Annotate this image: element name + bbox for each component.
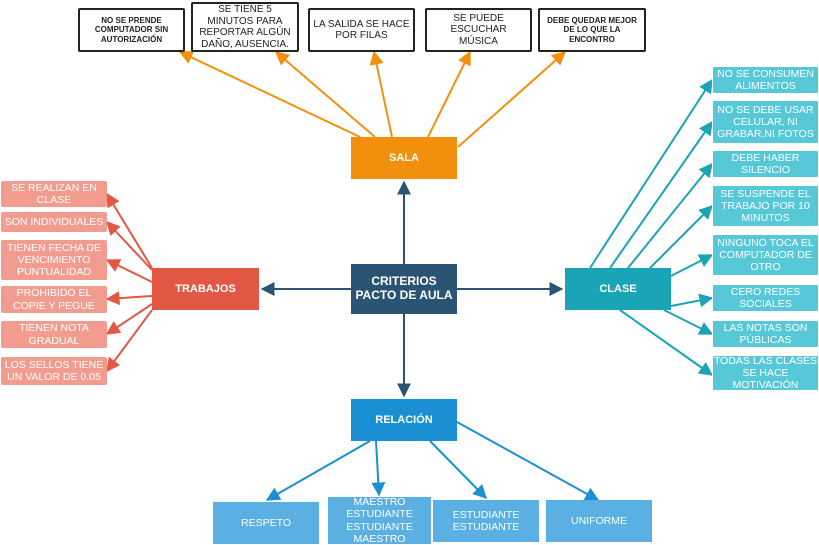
trabajos-item-2-label: SON INDIVIDUALES	[4, 215, 104, 228]
relacion-item-4-label: UNIFORME	[571, 514, 627, 527]
edge-sala-1	[178, 51, 361, 138]
hub-sala[interactable]: SALA	[351, 137, 457, 179]
sala-item-1-label: NO SE PRENDE COMPUTADOR SIN AUTORIZACIÓN	[94, 16, 169, 44]
edge-clase-4	[649, 205, 713, 269]
edge-trabajos-4	[105, 291, 153, 306]
sala-item-2[interactable]: SE TIENE 5 MINUTOS PARA REPORTAR ALGÚN D…	[191, 2, 299, 52]
relacion-item-3-label: ESTUDIANTE ESTUDIANTE	[452, 508, 520, 533]
edge-trabajos-5	[105, 303, 153, 335]
sala-item-3[interactable]: LA SALIDA SE HACE POR FILAS	[308, 8, 415, 52]
relacion-item-2[interactable]: MAESTRO ESTUDIANTE ESTUDIANTE MAESTRO	[328, 496, 431, 545]
hub-relacion[interactable]: RELACIÓN	[351, 399, 457, 441]
trabajos-item-4[interactable]: PROHIBIDO EL COPIE Y PEGUE	[1, 286, 107, 313]
edge-trabajos-2	[106, 220, 153, 271]
edge-trabajos-1	[106, 192, 153, 269]
edge-clase-2	[609, 120, 713, 269]
trabajos-item-3-label: TIENEN FECHA DE VENCIMIENTO PUNTUALIDAD	[7, 241, 101, 279]
sala-item-5[interactable]: DEBE QUEDAR MEJOR DE LO QUE LA ENCONTRO	[538, 8, 646, 52]
central-topic-label: CRITERIOS PACTO DE AULA	[355, 274, 453, 302]
trabajos-item-6[interactable]: LOS SELLOS TIENE UN VALOR DE 0.05	[1, 357, 107, 385]
hub-trabajos[interactable]: TRABAJOS	[152, 268, 259, 310]
edge-relacion-1	[265, 440, 371, 501]
clase-item-3-label: DEBE HABER SILENCIO	[731, 151, 800, 176]
clase-item-7[interactable]: LAS NOTAS SON PÚBLICAS	[712, 320, 819, 348]
clase-item-2[interactable]: NO SE DEBE USAR CELULAR, NI GRABAR,NI FO…	[712, 100, 819, 144]
clase-item-5[interactable]: NINGUNO TOCA EL COMPUTADOR DE OTRO	[712, 234, 819, 276]
trabajos-item-5[interactable]: TIENEN NOTA GRADUAL	[1, 321, 107, 348]
clase-item-7-label: LAS NOTAS SON PÚBLICAS	[723, 321, 808, 346]
sala-item-5-label: DEBE QUEDAR MEJOR DE LO QUE LA ENCONTRO	[547, 16, 637, 44]
clase-item-6[interactable]: CERO REDES SOCIALES	[712, 284, 819, 312]
edge-sala-5	[457, 51, 567, 148]
clase-item-4[interactable]: SE SUSPENDE EL TRABAJO POR 10 MINUTOS	[712, 185, 819, 227]
edge-clase-3	[627, 162, 713, 269]
trabajos-item-5-label: TIENEN NOTA GRADUAL	[19, 322, 89, 347]
sala-item-2-label: SE TIENE 5 MINUTOS PARA REPORTAR ALGÚN D…	[199, 4, 291, 50]
clase-item-2-label: NO SE DEBE USAR CELULAR, NI GRABAR,NI FO…	[717, 103, 814, 141]
sala-item-1[interactable]: NO SE PRENDE COMPUTADOR SIN AUTORIZACIÓN	[78, 8, 185, 52]
hub-relacion-label: RELACIÓN	[375, 413, 433, 426]
edge-sala-3	[369, 50, 393, 138]
trabajos-item-6-label: LOS SELLOS TIENE UN VALOR DE 0.05	[4, 358, 104, 383]
trabajos-item-1-label: SE REALIZAN EN CLASE	[11, 181, 97, 206]
relacion-item-1[interactable]: RESPETO	[213, 502, 319, 544]
relacion-item-1-label: RESPETO	[241, 516, 291, 529]
clase-item-6-label: CERO REDES SOCIALES	[730, 285, 801, 310]
edge-clase-1	[589, 78, 713, 269]
clase-item-8[interactable]: TODAS LAS CLASES SE HACE MOTIVACIÓN	[712, 355, 819, 391]
edge-trabajos-3	[105, 259, 153, 283]
edge-trabajos-6	[106, 309, 153, 373]
clase-item-8-label: TODAS LAS CLASES SE HACE MOTIVACIÓN	[713, 354, 818, 392]
clase-item-4-label: SE SUSPENDE EL TRABAJO POR 10 MINUTOS	[720, 187, 811, 225]
hub-clase-label: CLASE	[599, 282, 637, 295]
hub-sala-label: SALA	[389, 151, 419, 164]
central-topic[interactable]: CRITERIOS PACTO DE AULA	[351, 264, 457, 314]
edge-sala-2	[274, 51, 376, 138]
edge-clase-7	[663, 309, 714, 335]
relacion-item-3[interactable]: ESTUDIANTE ESTUDIANTE	[433, 500, 539, 542]
edge-relacion-4	[456, 421, 600, 501]
edge-clase-8	[619, 309, 714, 376]
relacion-item-2-label: MAESTRO ESTUDIANTE ESTUDIANTE MAESTRO	[346, 496, 413, 545]
clase-item-1-label: NO SE CONSUMEN ALIMENTOS	[717, 67, 814, 92]
edge-clase-6	[670, 293, 714, 308]
edge-clase-5	[670, 254, 714, 277]
trabajos-item-1[interactable]: SE REALIZAN EN CLASE	[1, 181, 107, 207]
sala-item-3-label: LA SALIDA SE HACE POR FILAS	[313, 18, 410, 42]
clase-item-1[interactable]: NO SE CONSUMEN ALIMENTOS	[712, 66, 819, 94]
relacion-item-4[interactable]: UNIFORME	[546, 500, 652, 542]
edge-relacion-3	[429, 440, 487, 499]
trabajos-item-3[interactable]: TIENEN FECHA DE VENCIMIENTO PUNTUALIDAD	[1, 240, 107, 280]
sala-item-4-label: SE PUEDE ESCUCHAR MÚSICA	[450, 12, 507, 47]
trabajos-item-2[interactable]: SON INDIVIDUALES	[1, 212, 107, 232]
trabajos-item-4-label: PROHIBIDO EL COPIE Y PEGUE	[13, 287, 95, 312]
edge-relacion-2	[371, 440, 386, 497]
sala-item-4[interactable]: SE PUEDE ESCUCHAR MÚSICA	[425, 8, 532, 52]
hub-trabajos-label: TRABAJOS	[175, 282, 236, 295]
edge-sala-4	[427, 50, 471, 138]
clase-item-3[interactable]: DEBE HABER SILENCIO	[712, 150, 819, 178]
clase-item-5-label: NINGUNO TOCA EL COMPUTADOR DE OTRO	[717, 236, 814, 274]
hub-clase[interactable]: CLASE	[565, 268, 671, 310]
